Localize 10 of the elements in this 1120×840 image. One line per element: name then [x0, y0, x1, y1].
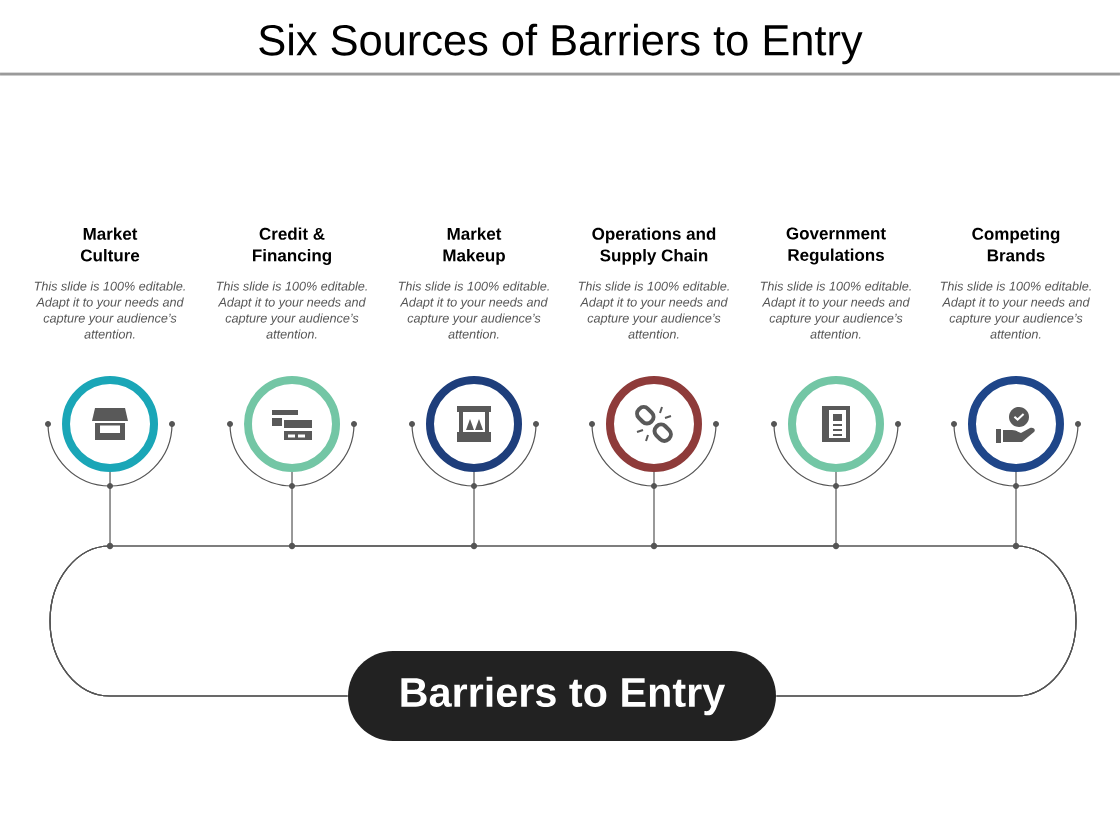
title: Six Sources of Barriers to Entry — [259, 23, 863, 65]
heading: Credit & Financing — [253, 227, 332, 265]
heading: Market Makeup — [443, 227, 505, 265]
heading: Operations and Supply Chain — [592, 227, 716, 265]
connector-line — [775, 471, 1077, 697]
heading: Competing Brands — [972, 227, 1060, 262]
connector-line — [49, 471, 837, 697]
heading: Government Regulations — [786, 227, 886, 265]
pill-box: Barriers to Entry — [348, 651, 776, 741]
heading: Market Culture — [80, 227, 140, 262]
